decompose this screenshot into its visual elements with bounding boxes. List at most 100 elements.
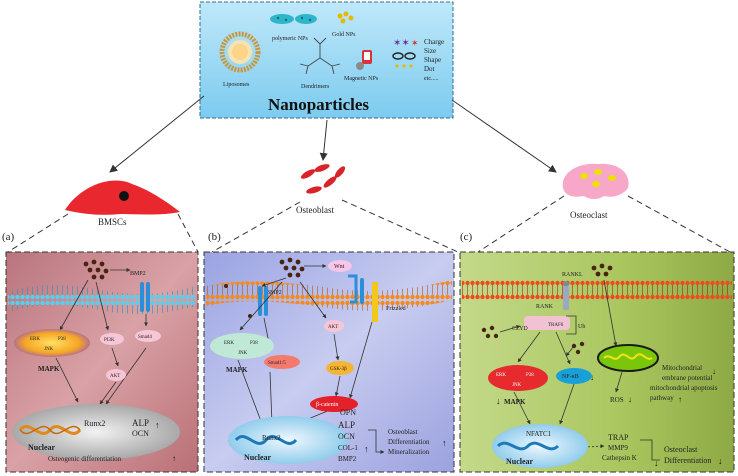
panel-b: Wnt Frizzled BMP2 ERK P38 — [203, 251, 455, 473]
zoom-lines — [7, 195, 731, 253]
nfkb-node — [556, 368, 592, 384]
polymeric-label: polymeric NPs — [272, 36, 308, 42]
gsk-node — [326, 361, 354, 375]
bmp2-a: BMP2 — [130, 271, 146, 277]
mito-3: mitochondrial apoptosis — [650, 384, 718, 392]
nucleus-b — [228, 416, 348, 464]
mito-2: embrane potential — [662, 374, 712, 382]
gold-label: Gold NPs — [332, 32, 356, 38]
liposomes-label: Liposomes — [223, 82, 250, 88]
mapk-complex-c — [488, 365, 548, 391]
down-arrow-icon: ↓ — [718, 456, 723, 466]
jnk-c: JNK — [512, 383, 522, 388]
traf6-label: TRAF6 — [548, 323, 564, 328]
etc-label: etc..... — [424, 76, 439, 82]
cathepsin-label: Cathepsin K — [602, 454, 637, 462]
rankl-label: RANKL — [562, 272, 583, 278]
bmp2-receptor-a — [140, 282, 150, 312]
erk-b: ERK — [224, 341, 234, 346]
result-c-2: Differentiation — [664, 456, 711, 465]
down-arrow-icon: ↓ — [712, 367, 716, 376]
catenin-b: β-catenin — [316, 402, 338, 408]
panel-b-letter: (b) — [208, 231, 221, 243]
smad-b: Smad1/5 — [268, 361, 286, 366]
rank-receptor — [563, 281, 569, 310]
dna-c — [496, 441, 560, 451]
mito-4: pathway — [650, 394, 674, 402]
down-arrow-icon: ↓ — [628, 395, 632, 404]
result-b-1: Osteoblast — [388, 428, 418, 436]
mapk-c: MAPK — [504, 398, 526, 406]
np-dots-c — [481, 263, 613, 355]
jnk-a: JNK — [44, 347, 54, 352]
smad4-a: Smad4 — [138, 335, 152, 340]
opn-b: OPN — [340, 408, 356, 417]
gsk-b: GSK-3β — [330, 367, 347, 372]
svg-text:✶✶: ✶✶ — [393, 38, 410, 49]
osteoblast-cell-icon — [300, 164, 346, 194]
dendrimer-icon — [299, 37, 341, 75]
dendrimers-label: Dendrimers — [301, 84, 330, 90]
traf6-node — [524, 316, 570, 330]
result-a: Osteogenic differentiation — [48, 455, 122, 463]
up-arrow-icon: ↑ — [155, 420, 160, 430]
np-dots-b — [224, 257, 305, 318]
svg-text:✶: ✶ — [411, 38, 419, 48]
panel-a: BMP2 ERK P38 JNK MAPK PI3K Smad4 AKT R — [5, 251, 199, 473]
ros-label: ROS — [610, 396, 624, 404]
alp-b: ALP — [338, 420, 355, 430]
mitochondrion-icon — [597, 344, 659, 372]
liposome-icon — [219, 31, 261, 73]
alp-a: ALP — [132, 418, 149, 428]
cyld-label: CLYD — [512, 326, 528, 332]
nfatc1-label: NFATC1 — [526, 430, 552, 438]
mapk-a: MAPK — [38, 365, 60, 373]
shape-label: Shape — [424, 56, 441, 64]
nfkb-label: NF-κB — [562, 374, 579, 380]
p38-a: P38 — [58, 337, 66, 342]
trap-label: TRAP — [608, 433, 629, 442]
mapk-complex-b — [210, 333, 274, 359]
mito-1: Mitochondrial — [662, 364, 702, 372]
up-arrow-icon: ↑ — [678, 395, 682, 404]
osteoclast-cell-icon — [562, 163, 629, 199]
charge-label: Charge — [424, 38, 444, 46]
p38-c: P38 — [526, 373, 534, 378]
np-dots-a — [83, 259, 109, 280]
ub-label: Ub — [578, 324, 585, 330]
membrane-c — [462, 280, 732, 300]
nuclear-b: Nuclear — [244, 453, 272, 462]
erk-c: ERK — [496, 373, 506, 378]
pi3k-a-node — [100, 333, 124, 345]
ocn-a: OCN — [132, 429, 149, 438]
up-arrow-icon: ↑ — [442, 438, 447, 448]
nanoparticles-title: Nanoparticles — [268, 95, 369, 114]
col1-b: COL-1 — [338, 444, 358, 452]
nanoparticles-box: Liposomes polymeric NPs Gold NPs Dendrim… — [199, 1, 454, 119]
bmsc-label: BMSCs — [98, 217, 127, 227]
polymeric-np-icon — [270, 14, 317, 24]
akt-a: AKT — [110, 374, 120, 379]
dna-b — [234, 435, 298, 445]
smad4-a-node — [135, 330, 161, 342]
nuclear-a: Nuclear — [28, 443, 56, 452]
result-b-3: Mineralization — [388, 448, 430, 456]
osteoblast-label: Osteoblast — [296, 205, 334, 215]
dot-label: Dot — [424, 65, 435, 73]
runx2-a: Runx2 — [84, 419, 105, 428]
bmsc-cell-icon — [65, 180, 180, 215]
nucleus-a — [12, 404, 180, 460]
pi3k-a: PI3K — [104, 338, 115, 343]
down-arrow-icon: ↓ — [590, 373, 594, 382]
jnk-b: JNK — [238, 351, 248, 356]
osteoclast-label: Osteoclast — [570, 210, 608, 220]
bmp2b-b: BMP2 — [338, 455, 357, 463]
down-arrow-icon: ↓ — [654, 458, 659, 468]
erk-a: ERK — [30, 337, 40, 342]
down-arrow-icon: ↓ — [496, 396, 501, 406]
up-arrow-icon: ↑ — [364, 444, 369, 454]
size-label: Size — [424, 47, 436, 55]
panel-a-letter: (a) — [2, 231, 15, 243]
bmp2-b: BMP2 — [266, 290, 282, 296]
